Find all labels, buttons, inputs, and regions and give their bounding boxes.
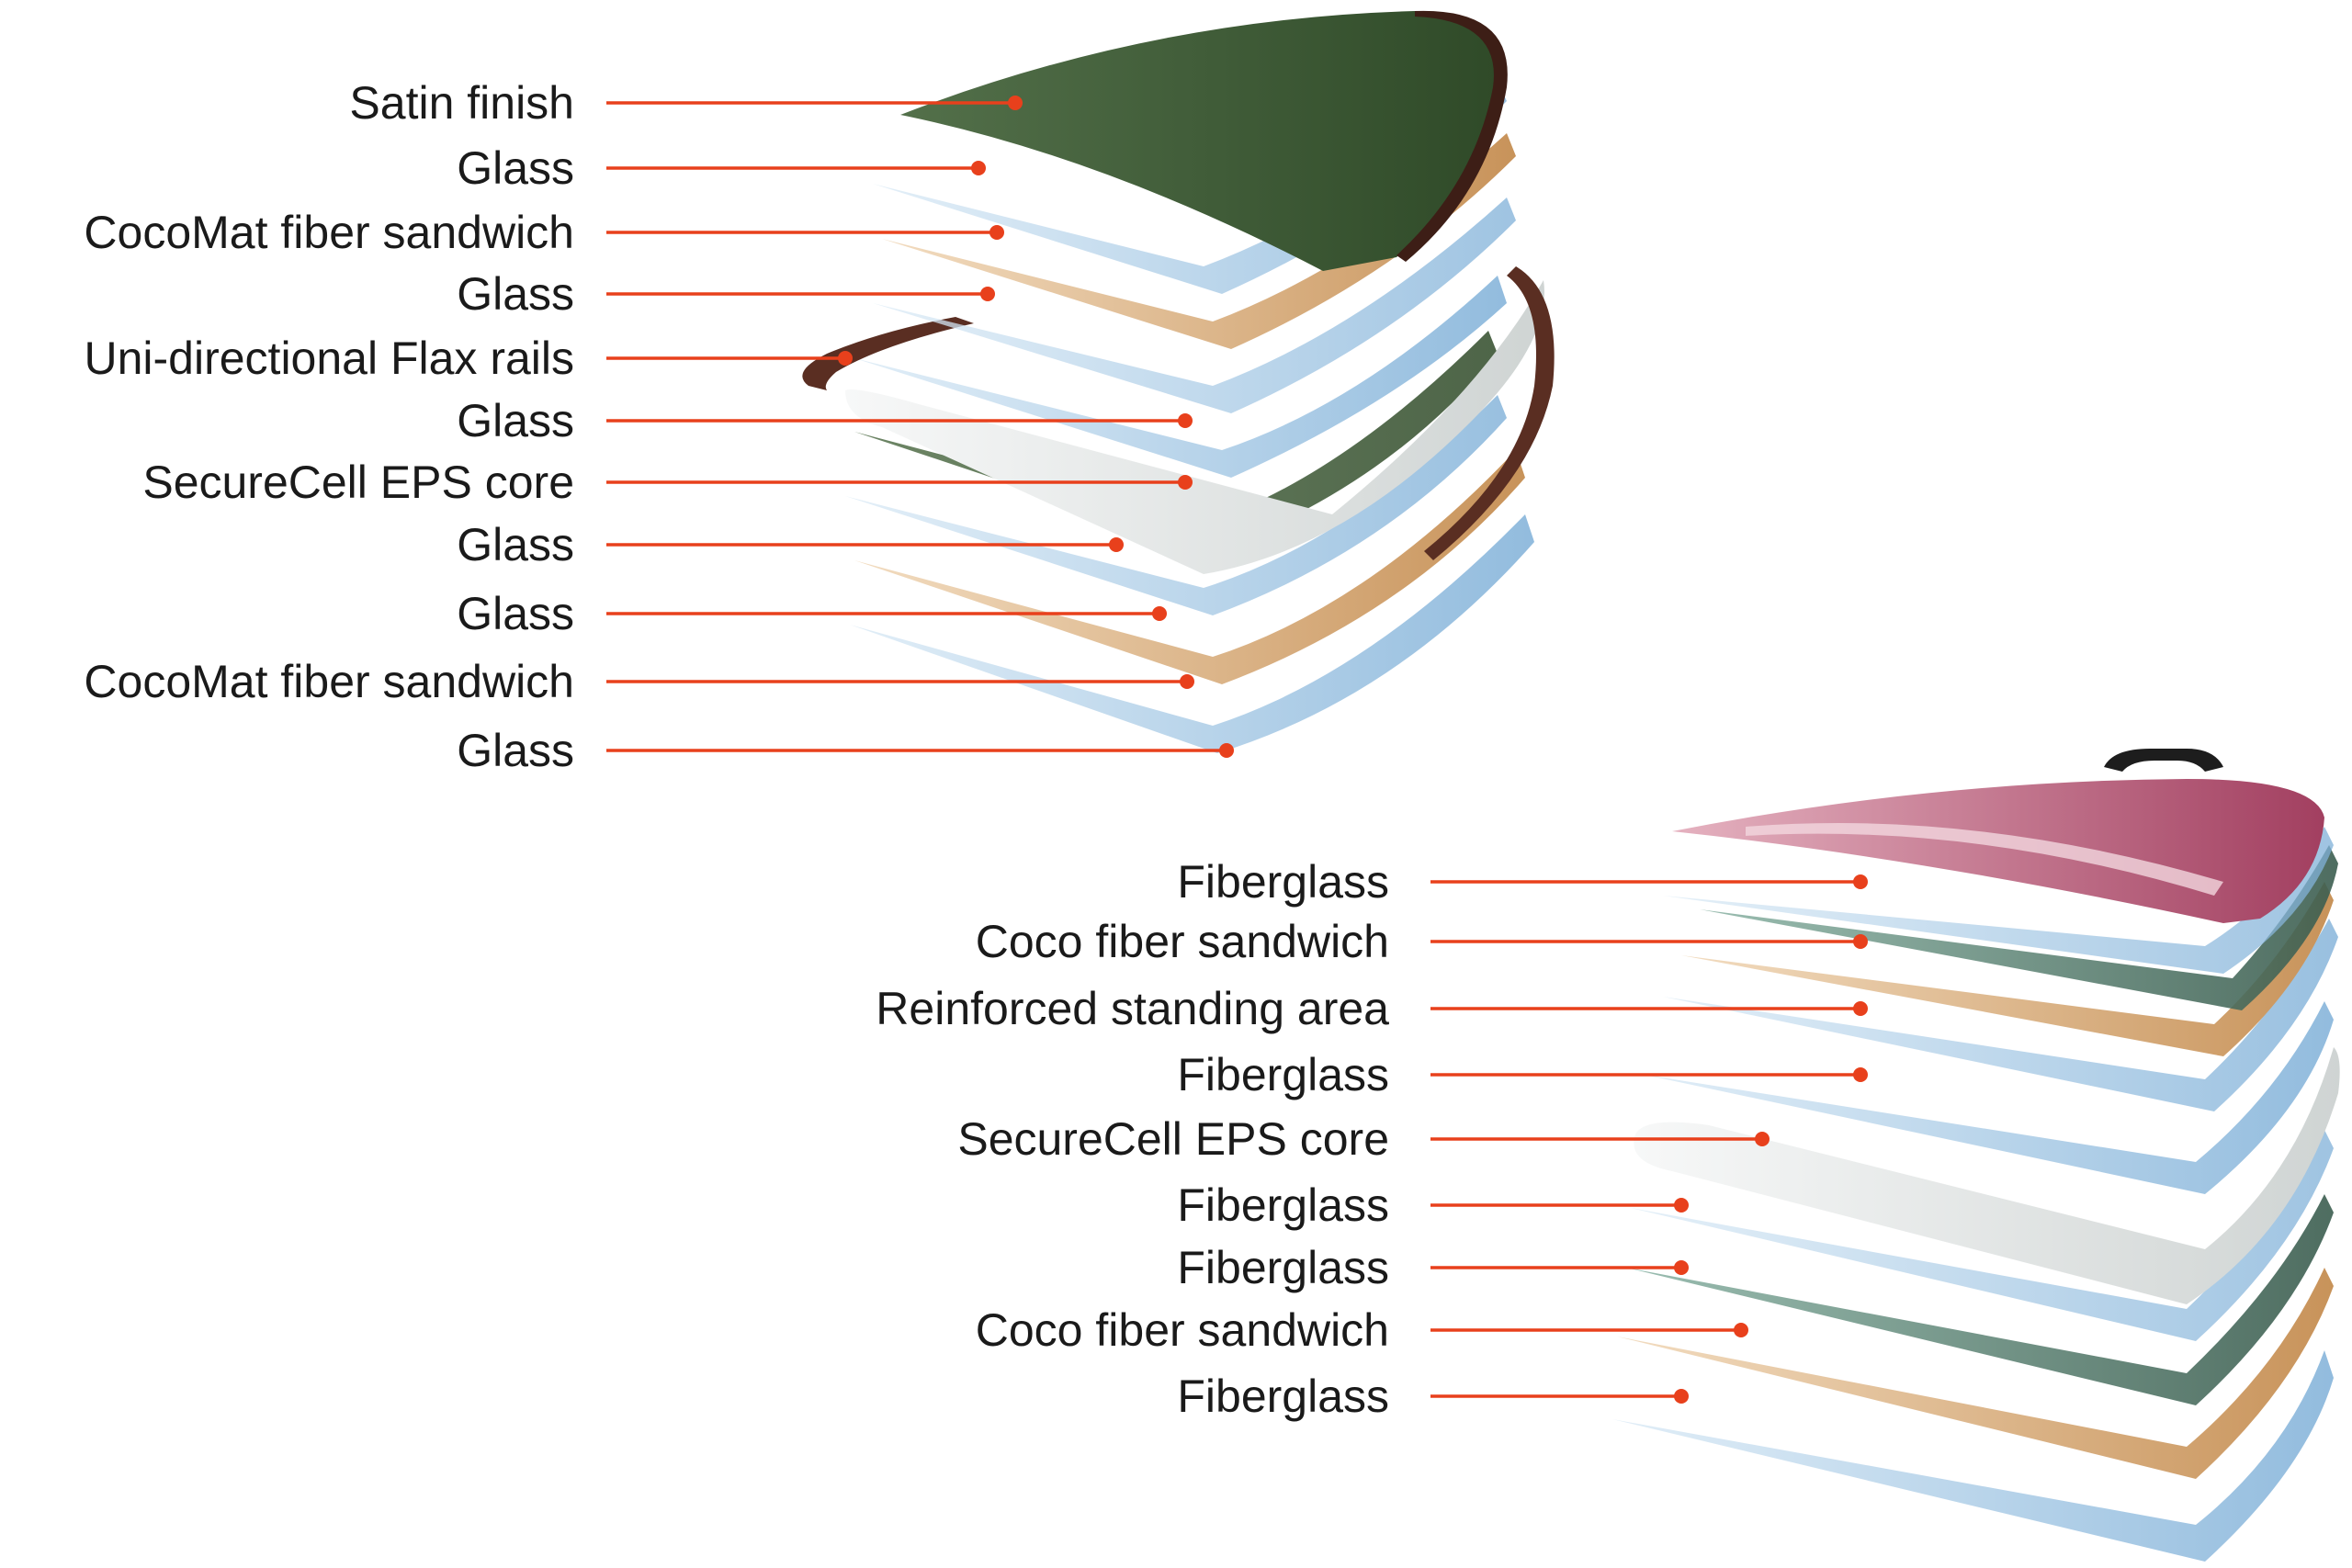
layer-label: Fiberglass	[1177, 856, 1389, 908]
layer-label: Glass	[457, 142, 574, 194]
bottom-board-art	[1612, 749, 2340, 1562]
layer-callout: SecureCell EPS core	[957, 1113, 1770, 1165]
leader-dot	[989, 225, 1004, 240]
top-board-art	[802, 10, 1555, 753]
layer-label: Fiberglass	[1177, 1179, 1389, 1231]
leader-dot	[980, 287, 995, 301]
layer-callout: Coco fiber sandwich	[976, 1304, 1748, 1356]
layer-label: Fiberglass	[1177, 1242, 1389, 1293]
layer-callout: Satin finish	[349, 77, 1023, 129]
layer-label: Glass	[457, 588, 574, 639]
layer-callout: Fiberglass	[1177, 1049, 1868, 1100]
leader-dot	[1853, 1001, 1868, 1016]
layer-label: Uni-directional Flax rails	[85, 333, 575, 384]
green-sheet	[854, 331, 1498, 551]
leader-dot	[1674, 1198, 1689, 1213]
layer-label: Coco fiber sandwich	[976, 916, 1389, 967]
layer-callout: CocoMat fiber sandwich	[84, 656, 1194, 707]
layer-callout: Fiberglass	[1177, 1371, 1689, 1422]
layer-label: Glass	[457, 519, 574, 570]
glass-sheet	[845, 395, 1507, 615]
leader-dot	[1178, 475, 1193, 490]
layer-callout: Fiberglass	[1177, 1179, 1689, 1231]
glass-sheet	[873, 197, 1516, 413]
layer-label: Reinforced standing area	[876, 983, 1389, 1034]
layer-label: SecureCell EPS core	[957, 1113, 1389, 1165]
layer-label: Fiberglass	[1177, 1049, 1389, 1100]
pink-deck	[1672, 779, 2324, 923]
leader-dot	[1152, 606, 1167, 621]
layer-label: CocoMat fiber sandwich	[84, 656, 574, 707]
leader-dot	[1008, 96, 1023, 110]
layer-callout: Glass	[457, 268, 995, 320]
layer-callout: Glass	[457, 395, 1193, 446]
foam-core	[1634, 1047, 2340, 1304]
leader-dot	[1674, 1389, 1689, 1404]
leader-dot	[1734, 1323, 1748, 1337]
glass-sheet	[1612, 1350, 2334, 1562]
green-sheet	[1700, 845, 2338, 1010]
leader-dot	[838, 351, 853, 366]
layer-label: Satin finish	[349, 77, 574, 129]
layer-callout: SecureCell EPS core	[142, 457, 1193, 508]
leader-dot	[1109, 537, 1124, 552]
foam-core	[845, 280, 1544, 574]
layer-label: Fiberglass	[1177, 1371, 1389, 1422]
green-deck	[900, 10, 1500, 271]
layer-label: Coco fiber sandwich	[976, 1304, 1389, 1356]
green-sheet	[1626, 1194, 2334, 1405]
leader-dot	[1853, 934, 1868, 949]
layer-label: Glass	[457, 395, 574, 446]
layer-label: Glass	[457, 268, 574, 320]
glass-sheet	[1631, 1130, 2334, 1341]
layer-label: SecureCell EPS core	[142, 457, 574, 508]
flax-rail	[802, 317, 974, 390]
leader-dot	[1853, 1067, 1868, 1082]
leader-dot	[971, 161, 986, 175]
glass-sheet	[854, 276, 1507, 478]
layer-callout: Glass	[457, 142, 986, 194]
layer-callout: Uni-directional Flax rails	[85, 333, 853, 384]
layer-callout: Glass	[457, 588, 1167, 639]
layer-label: Glass	[457, 725, 574, 776]
leader-dot	[1180, 674, 1194, 689]
layer-callout: Fiberglass	[1177, 856, 1868, 908]
layer-callout: Glass	[457, 725, 1234, 776]
glass-sheet	[850, 514, 1534, 753]
layer-callout: Coco fiber sandwich	[976, 916, 1868, 967]
leader-dot	[1219, 743, 1234, 758]
glass-sheet	[1645, 1001, 2334, 1194]
deck-stripe	[1746, 823, 2223, 896]
leader-dot	[1674, 1260, 1689, 1275]
layer-callout: Glass	[457, 519, 1124, 570]
leader-dot	[1755, 1132, 1770, 1146]
carry-handle-icon	[2104, 749, 2223, 772]
leader-dot	[1178, 413, 1193, 428]
deck-rail	[1396, 10, 1508, 262]
flax-rail-right	[1424, 266, 1555, 560]
layer-callout: Reinforced standing area	[876, 983, 1868, 1034]
layer-label: CocoMat fiber sandwich	[84, 207, 574, 258]
layer-callout: Fiberglass	[1177, 1242, 1689, 1293]
leader-dot	[1853, 874, 1868, 889]
coco-sheet	[854, 450, 1525, 684]
layer-callout: CocoMat fiber sandwich	[84, 207, 1004, 258]
